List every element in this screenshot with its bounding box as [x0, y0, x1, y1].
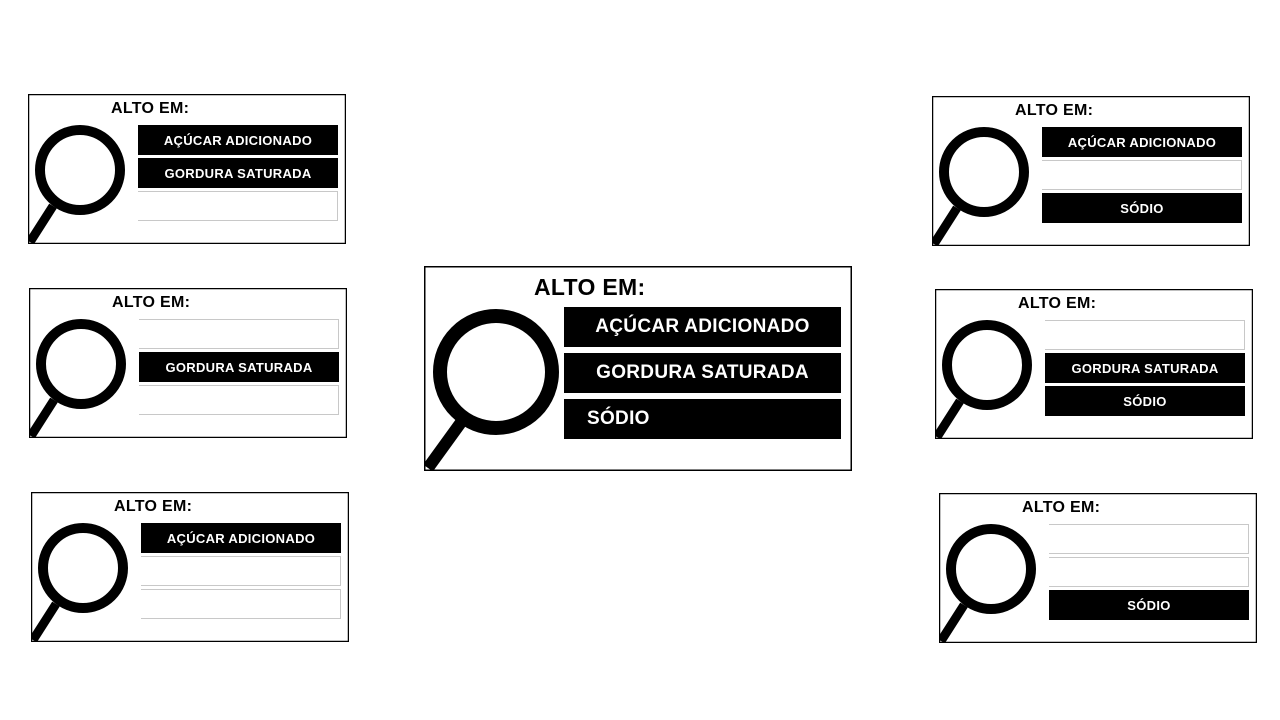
label-middle-left: ALTO EM: GORDURA SATURADA: [29, 288, 347, 438]
magnifying-glass-icon: [28, 120, 130, 244]
row-gordura-saturada: GORDURA SATURADA: [138, 158, 338, 188]
magnifying-glass-icon: [939, 519, 1041, 643]
row-gordura-saturada: GORDURA SATURADA: [139, 352, 339, 382]
label-title: ALTO EM:: [534, 274, 646, 300]
row-empty: [139, 385, 339, 415]
row-empty: [1049, 524, 1249, 554]
row-empty: [138, 191, 338, 221]
magnifying-glass-icon: [935, 315, 1037, 439]
magnifying-glass-icon: [31, 518, 133, 642]
label-center: ALTO EM: AÇÚCAR ADICIONADO GORDURA SATUR…: [424, 266, 852, 471]
label-title: ALTO EM:: [1022, 499, 1101, 516]
row-sodio: SÓDIO: [1049, 590, 1249, 620]
row-empty: [1049, 557, 1249, 587]
magnifying-glass-icon: [932, 122, 1034, 246]
label-top-right: ALTO EM: AÇÚCAR ADICIONADO SÓDIO: [932, 96, 1250, 246]
row-empty: [141, 589, 341, 619]
label-top-left: ALTO EM: AÇÚCAR ADICIONADO GORDURA SATUR…: [28, 94, 346, 244]
row-empty: [139, 319, 339, 349]
row-acucar-adicionado: AÇÚCAR ADICIONADO: [1042, 127, 1242, 157]
row-acucar-adicionado: AÇÚCAR ADICIONADO: [564, 307, 841, 347]
row-acucar-adicionado: AÇÚCAR ADICIONADO: [141, 523, 341, 553]
row-sodio: SÓDIO: [564, 399, 841, 439]
label-title: ALTO EM:: [1018, 295, 1097, 312]
label-bottom-right: ALTO EM: SÓDIO: [939, 493, 1257, 643]
magnifying-glass-icon: [424, 304, 564, 471]
row-empty: [141, 556, 341, 586]
row-sodio: SÓDIO: [1045, 386, 1245, 416]
row-gordura-saturada: GORDURA SATURADA: [564, 353, 841, 393]
row-gordura-saturada: GORDURA SATURADA: [1045, 353, 1245, 383]
label-title: ALTO EM:: [111, 100, 190, 117]
row-sodio: SÓDIO: [1042, 193, 1242, 223]
row-acucar-adicionado: AÇÚCAR ADICIONADO: [138, 125, 338, 155]
label-title: ALTO EM:: [114, 498, 193, 515]
label-title: ALTO EM:: [112, 294, 191, 311]
row-empty: [1045, 320, 1245, 350]
label-bottom-left: ALTO EM: AÇÚCAR ADICIONADO: [31, 492, 349, 642]
label-middle-right: ALTO EM: GORDURA SATURADA SÓDIO: [935, 289, 1253, 439]
label-title: ALTO EM:: [1015, 102, 1094, 119]
magnifying-glass-icon: [29, 314, 131, 438]
row-empty: [1042, 160, 1242, 190]
